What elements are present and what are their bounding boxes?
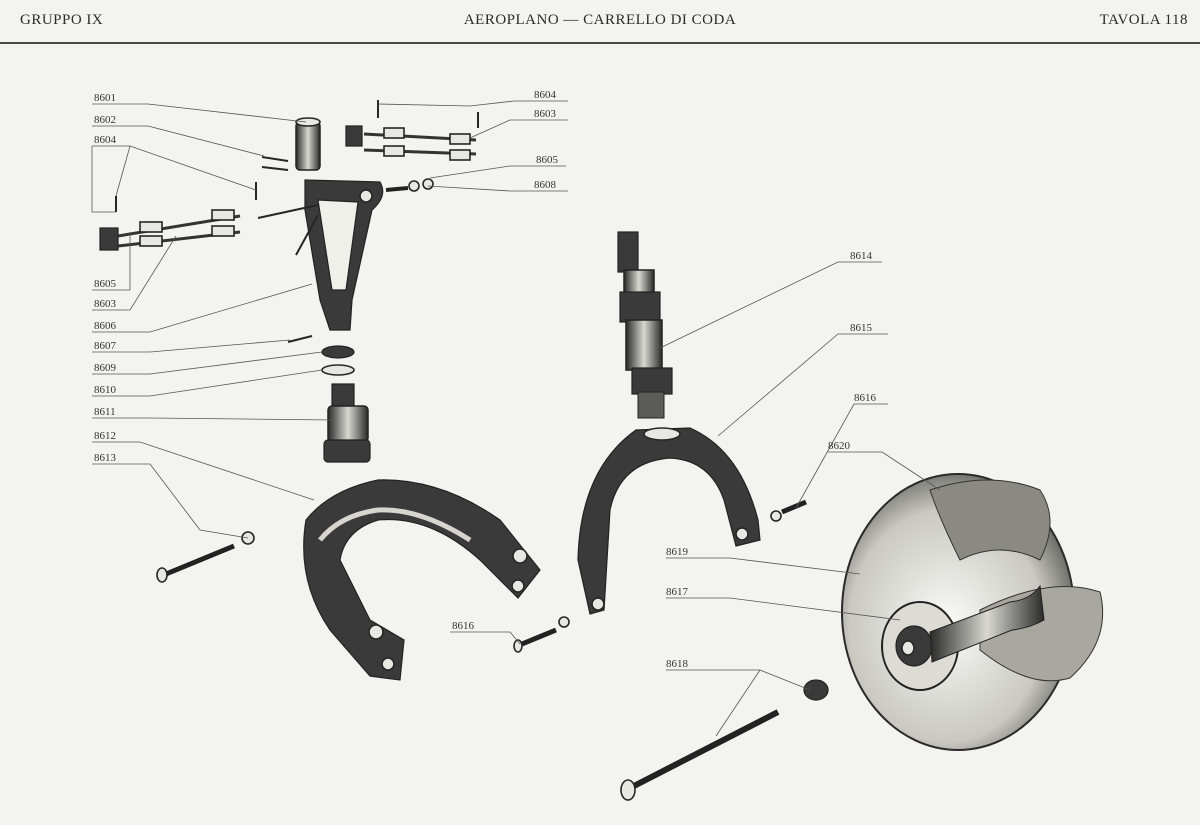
part-8611-pivot: [323, 383, 371, 463]
label-8611: 8611: [94, 406, 116, 418]
label-8607: 8607: [94, 340, 117, 352]
label-8602: 8602: [94, 114, 116, 126]
label-8606: 8606: [94, 320, 117, 332]
page-header: GRUPPO IX AEROPLANO — CARRELLO DI CODA T…: [0, 0, 1200, 46]
part-8618-axle: [620, 679, 829, 801]
label-8612: 8612: [94, 430, 116, 442]
label-8603-right: 8603: [534, 108, 557, 120]
label-8608: 8608: [534, 179, 557, 191]
label-8615: 8615: [850, 322, 873, 334]
part-8612-fork: [303, 479, 541, 681]
part-8616-right-bolt: [770, 499, 807, 522]
header-rule: [0, 42, 1200, 44]
part-8616-center-bolt: [513, 616, 570, 653]
part-8602-pins: [261, 156, 289, 171]
label-8618: 8618: [666, 658, 689, 670]
part-8610-washer: [321, 364, 355, 376]
label-8616-center: 8616: [452, 620, 475, 632]
label-8605-left: 8605: [94, 278, 117, 290]
label-8613: 8613: [94, 452, 117, 464]
label-8604-left: 8604: [94, 134, 117, 146]
part-8620-tire: [841, 473, 1104, 751]
part-8617-hub: [895, 584, 1045, 667]
page-title: AEROPLANO — CARRELLO DI CODA: [463, 12, 737, 28]
part-8606-strut: [257, 179, 384, 331]
label-8604-right: 8604: [534, 89, 557, 101]
label-8614: 8614: [850, 250, 873, 262]
callout-labels: 8601 8602 8604 8604 8603 8605 8608 8605 …: [94, 89, 877, 670]
label-8601: 8601: [94, 92, 116, 104]
part-8613-bolt: [156, 531, 255, 583]
label-8605-right: 8605: [536, 154, 559, 166]
part-8604-pins-upper: [377, 100, 479, 128]
label-8619: 8619: [666, 546, 689, 558]
leader-lines: [91, 100, 941, 737]
label-8603-left: 8603: [94, 298, 117, 310]
part-8615-fork: [577, 427, 761, 615]
label-8617: 8617: [666, 586, 689, 598]
upper-strut-assembly: [99, 100, 479, 463]
label-8620: 8620: [828, 440, 851, 452]
part-8603-turnbuckles-lower: [99, 182, 257, 251]
label-8616-right: 8616: [854, 392, 877, 404]
part-8601-bushing: [295, 117, 321, 171]
label-8610: 8610: [94, 384, 117, 396]
part-8609-nut: [321, 345, 355, 359]
part-8603-turnbuckles-upper: [345, 125, 477, 161]
part-8608-bolt: [385, 178, 434, 192]
part-8607-pin: [287, 335, 313, 343]
part-8614-shock-strut: [617, 231, 673, 419]
label-8609: 8609: [94, 362, 117, 374]
plate-number: TAVOLA 118: [1099, 12, 1188, 28]
group-title: GRUPPO IX: [20, 12, 104, 28]
